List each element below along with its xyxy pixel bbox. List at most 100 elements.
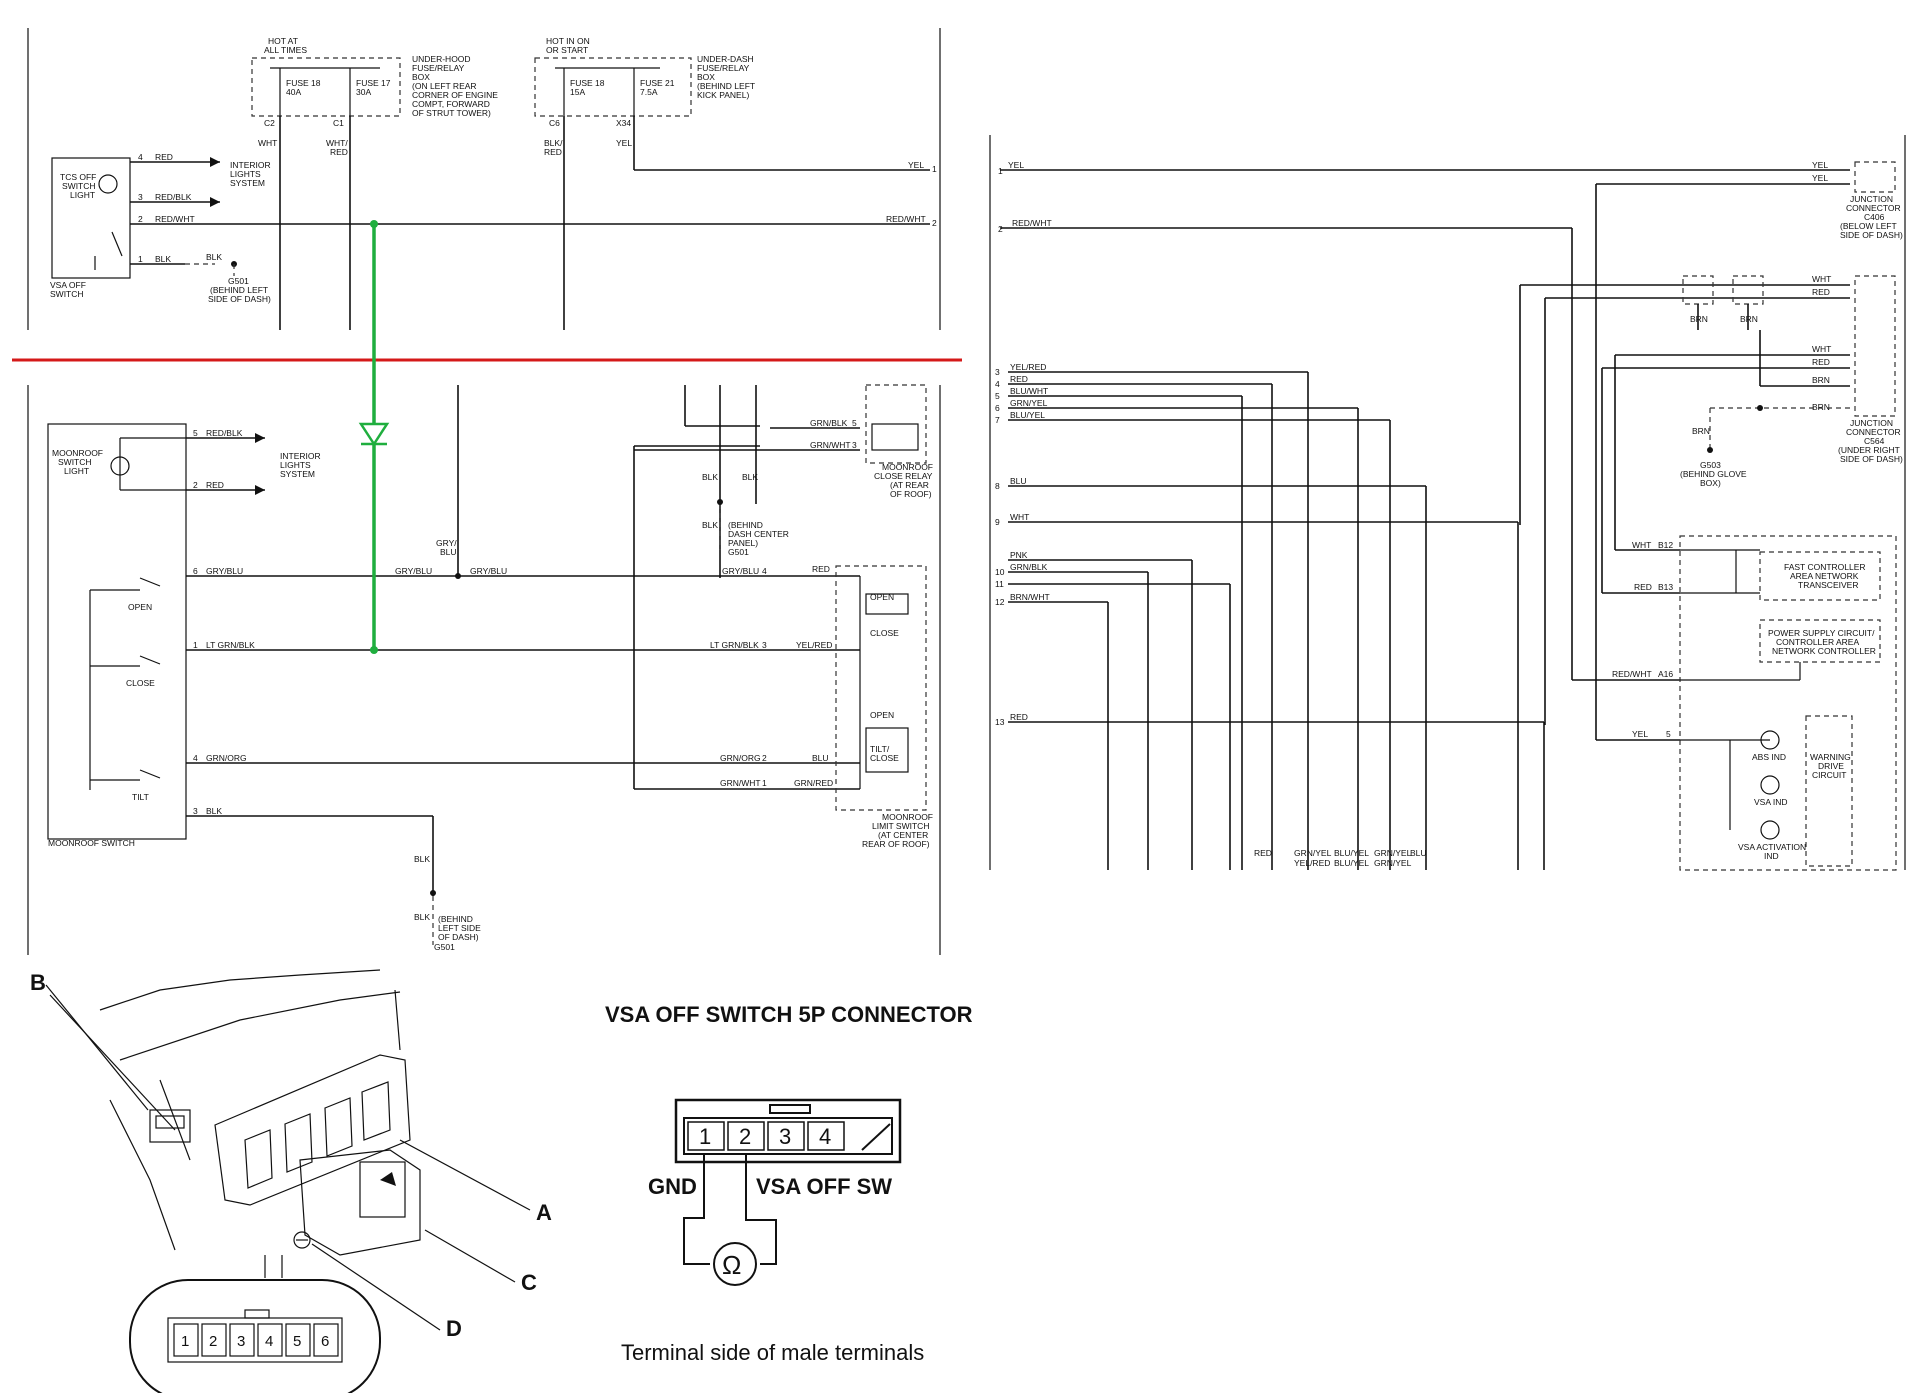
svg-text:BLU: BLU [440, 547, 457, 557]
svg-text:SIDE OF DASH): SIDE OF DASH) [208, 294, 271, 304]
svg-text:B12: B12 [1658, 540, 1673, 550]
svg-text:CONTROLLER AREA: CONTROLLER AREA [1776, 637, 1859, 647]
svg-text:3: 3 [138, 192, 143, 202]
svg-text:(ON LEFT REAR: (ON LEFT REAR [412, 81, 477, 91]
bottom-wire-label-2: YEL/RED [1294, 858, 1330, 868]
svg-text:FUSE/RELAY: FUSE/RELAY [412, 63, 465, 73]
svg-text:GRY/: GRY/ [436, 538, 457, 548]
svg-text:YEL: YEL [1632, 729, 1648, 739]
vsa-off-sw-label: VSA OFF SW [756, 1174, 892, 1199]
svg-text:CLOSE: CLOSE [870, 628, 899, 638]
svg-text:BLK: BLK [742, 472, 758, 482]
pin-cell [807, 1121, 845, 1151]
svg-text:5: 5 [1666, 729, 1671, 739]
svg-text:CIRCUIT: CIRCUIT [1812, 770, 1846, 780]
svg-text:LIGHT: LIGHT [70, 190, 95, 200]
screw-d [293, 1231, 311, 1249]
svg-text:KICK PANEL): KICK PANEL) [697, 90, 749, 100]
moonroof-switch-label: MOONROOF SWITCH [48, 838, 135, 848]
svg-text:FAST CONTROLLER: FAST CONTROLLER [1784, 562, 1866, 572]
pin-cell [767, 1121, 805, 1151]
pin-number: 9 [995, 517, 1000, 527]
pin-number: 1 [181, 1333, 189, 1350]
pin-number: 3 [237, 1333, 245, 1350]
limit-switch-box [835, 565, 927, 811]
svg-text:CLOSE: CLOSE [126, 678, 155, 688]
pin-number: 2 [739, 1124, 751, 1149]
svg-text:RED/WHT: RED/WHT [1012, 218, 1052, 228]
bottom-wire-label: RED [1254, 848, 1272, 858]
svg-text:LEFT SIDE: LEFT SIDE [438, 923, 481, 933]
svg-text:BLU: BLU [812, 753, 829, 763]
svg-text:VSA IND: VSA IND [1754, 797, 1788, 807]
schematic-right: 1 YEL 2 RED/WHT YEL YEL JUNCTION CONNECT… [989, 135, 1906, 871]
pin-number: 12 [995, 597, 1005, 607]
svg-text:4: 4 [193, 753, 198, 763]
svg-text:PANEL): PANEL) [728, 538, 758, 548]
wire-color: PNK [1010, 550, 1028, 560]
svg-text:BLK: BLK [206, 252, 222, 262]
wire-color: GRN/BLK [1010, 562, 1048, 572]
svg-text:BLK: BLK [702, 472, 718, 482]
svg-text:GRY/BLU: GRY/BLU [206, 566, 243, 576]
svg-text:LIGHT: LIGHT [64, 466, 89, 476]
svg-text:CONNECTOR: CONNECTOR [1846, 203, 1901, 213]
underdash-box [534, 57, 692, 117]
svg-text:MOONROOF: MOONROOF [52, 448, 103, 458]
vsa-modulator-control-unit [1679, 535, 1897, 871]
svg-text:(BEHIND GLOVE: (BEHIND GLOVE [1680, 469, 1747, 479]
pin-cell [313, 1323, 339, 1357]
pin-number: 5 [293, 1333, 301, 1350]
svg-text:LIGHTS: LIGHTS [280, 460, 311, 470]
hot-on-label: HOT IN ON [546, 36, 590, 46]
svg-text:YEL: YEL [1812, 173, 1828, 183]
pin-number: 5 [995, 391, 1000, 401]
underdash-label: UNDER-DASH [697, 54, 754, 64]
svg-text:5: 5 [193, 428, 198, 438]
svg-text:GRN/ORG: GRN/ORG [720, 753, 761, 763]
svg-text:FUSE/RELAY: FUSE/RELAY [697, 63, 750, 73]
connector-title: VSA OFF SWITCH 5P CONNECTOR [605, 1002, 973, 1027]
wire-color: WHT [1010, 512, 1029, 522]
svg-text:RED: RED [812, 564, 830, 574]
schematic-bottom-left: MOONROOF SWITCH LIGHT 5 RED/BLK 2 RED IN… [27, 384, 941, 955]
right-pin-row: 9 WHT [995, 512, 1519, 870]
svg-text:C406: C406 [1864, 212, 1885, 222]
svg-text:DASH CENTER: DASH CENTER [728, 529, 789, 539]
svg-text:2: 2 [193, 480, 198, 490]
wire-color: BRN/WHT [1010, 592, 1050, 602]
schematic-top-left: HOT AT ALL TIMES HOT IN ON OR START FUSE… [27, 28, 941, 330]
svg-text:WARNING: WARNING [1810, 752, 1851, 762]
svg-text:WHT/: WHT/ [326, 138, 348, 148]
callout-b: B [30, 970, 46, 995]
svg-text:C1: C1 [333, 118, 344, 128]
moonroof-switch-box [47, 423, 187, 840]
svg-text:RED: RED [1812, 287, 1830, 297]
pin-number: 2 [209, 1333, 217, 1350]
svg-text:BOX: BOX [697, 72, 715, 82]
svg-text:BOX): BOX) [1700, 478, 1721, 488]
svg-text:AREA NETWORK: AREA NETWORK [1790, 571, 1859, 581]
svg-text:TRANSCEIVER: TRANSCEIVER [1798, 580, 1858, 590]
svg-text:(UNDER RIGHT: (UNDER RIGHT [1838, 445, 1900, 455]
svg-text:RED: RED [1812, 357, 1830, 367]
svg-text:B13: B13 [1658, 582, 1673, 592]
svg-text:2: 2 [138, 214, 143, 224]
vsa-switch-c [299, 1149, 421, 1256]
svg-text:1: 1 [193, 640, 198, 650]
abs-ind-led [1760, 730, 1780, 750]
connector-zoom-bubble [129, 1279, 381, 1398]
diode-symbol [358, 422, 390, 447]
svg-text:BRN: BRN [1812, 375, 1830, 385]
svg-text:TILT: TILT [132, 792, 149, 802]
pin-cell [285, 1323, 311, 1357]
svg-text:(BEHIND: (BEHIND [728, 520, 763, 530]
svg-text:GRN/ORG: GRN/ORG [206, 753, 247, 763]
svg-text:1: 1 [932, 164, 937, 174]
svg-text:BOX: BOX [412, 72, 430, 82]
svg-text:VSA ACTIVATION: VSA ACTIVATION [1738, 842, 1806, 852]
